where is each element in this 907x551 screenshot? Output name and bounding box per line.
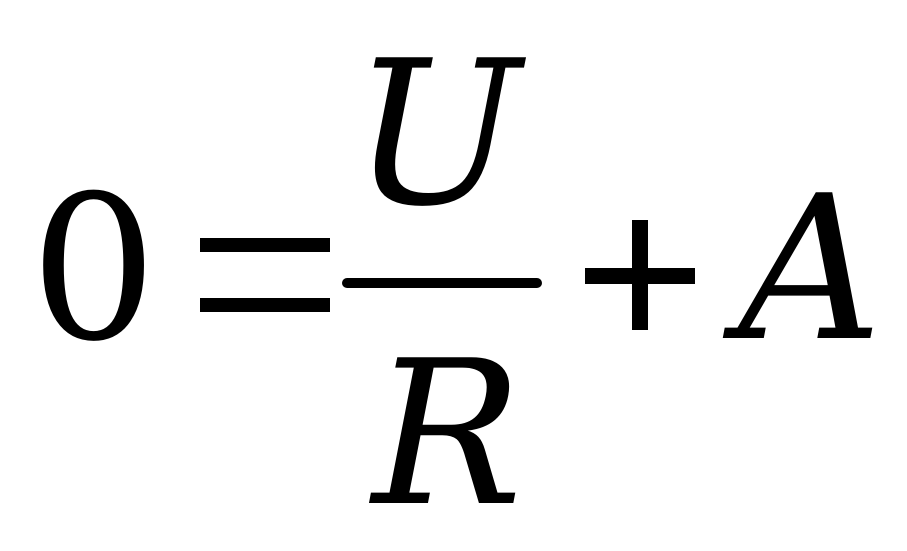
fraction-bar	[342, 278, 542, 288]
equation-lhs-zero: 0	[30, 153, 158, 386]
plus-sign	[585, 220, 695, 330]
fraction-denominator: R	[372, 318, 523, 551]
fraction-numerator: U	[352, 18, 521, 251]
equals-sign	[200, 238, 330, 312]
equation-term-a: A	[738, 153, 883, 386]
